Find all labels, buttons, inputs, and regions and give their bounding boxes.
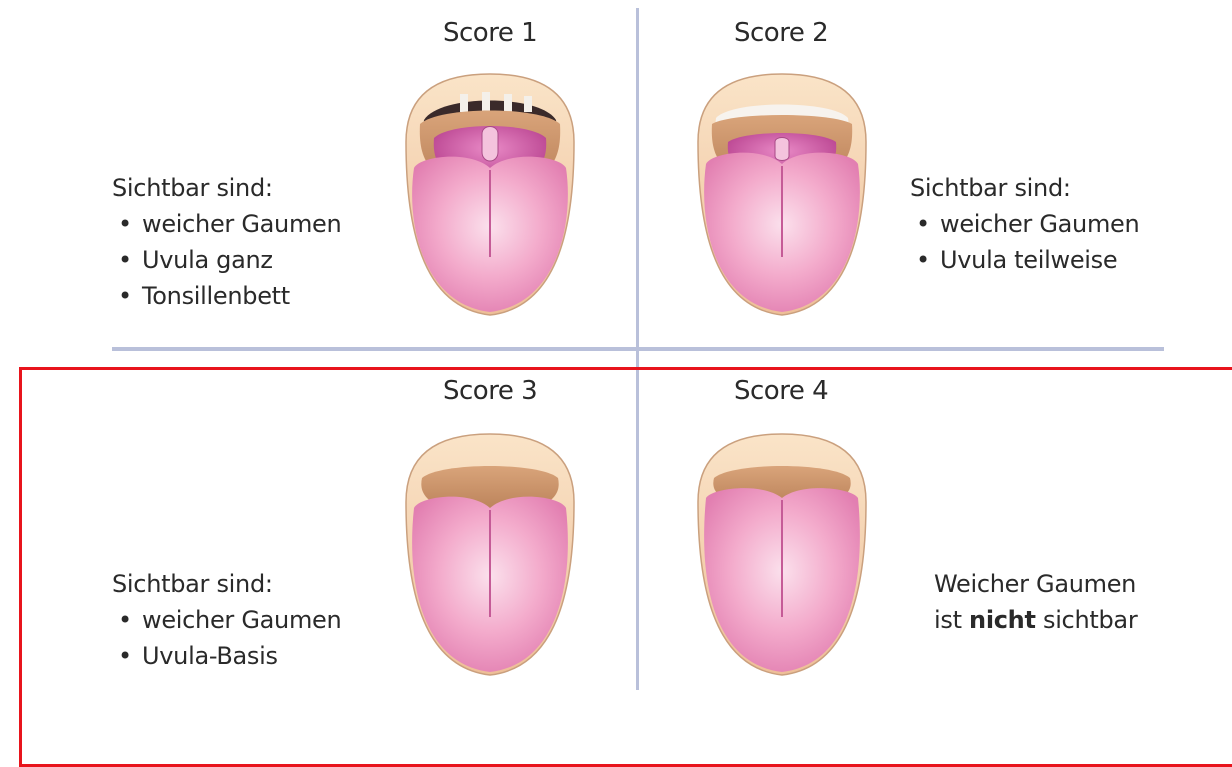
score-1-item: weicher Gaumen — [112, 206, 341, 242]
score-1-item: Uvula ganz — [112, 242, 341, 278]
score-4-line-1: Weicher Gaumen — [934, 566, 1137, 602]
score-4-text-bold: nicht — [969, 606, 1036, 634]
score-3-heading: Sichtbar sind: — [112, 566, 341, 602]
score-4-text-pre: ist — [934, 606, 962, 634]
score-4-line-2: ist nicht sichtbar — [934, 602, 1137, 638]
score-2-item: Uvula teilweise — [910, 242, 1139, 278]
score-2-label: Score 2 — [734, 18, 828, 48]
horizontal-divider — [112, 347, 1164, 351]
score-4-text-post: sichtbar — [1043, 606, 1137, 634]
score-3-item: Uvula-Basis — [112, 638, 341, 674]
score-2-item: weicher Gaumen — [910, 206, 1139, 242]
score-1-heading: Sichtbar sind: — [112, 170, 341, 206]
score-4-description: Weicher Gaumen ist nicht sichtbar — [934, 566, 1137, 638]
mouth-score-4-illustration — [692, 432, 872, 677]
mouth-score-2-illustration — [692, 72, 872, 317]
score-2-description: Sichtbar sind: weicher Gaumen Uvula teil… — [910, 170, 1139, 278]
score-3-item: weicher Gaumen — [112, 602, 341, 638]
score-1-label: Score 1 — [443, 18, 537, 48]
score-2-heading: Sichtbar sind: — [910, 170, 1139, 206]
score-4-label: Score 4 — [734, 376, 828, 406]
score-1-item: Tonsillenbett — [112, 278, 341, 314]
mouth-score-1-illustration — [400, 72, 580, 317]
mouth-score-3-illustration — [400, 432, 580, 677]
score-1-description: Sichtbar sind: weicher Gaumen Uvula ganz… — [112, 170, 341, 314]
score-3-description: Sichtbar sind: weicher Gaumen Uvula-Basi… — [112, 566, 341, 674]
score-3-label: Score 3 — [443, 376, 537, 406]
